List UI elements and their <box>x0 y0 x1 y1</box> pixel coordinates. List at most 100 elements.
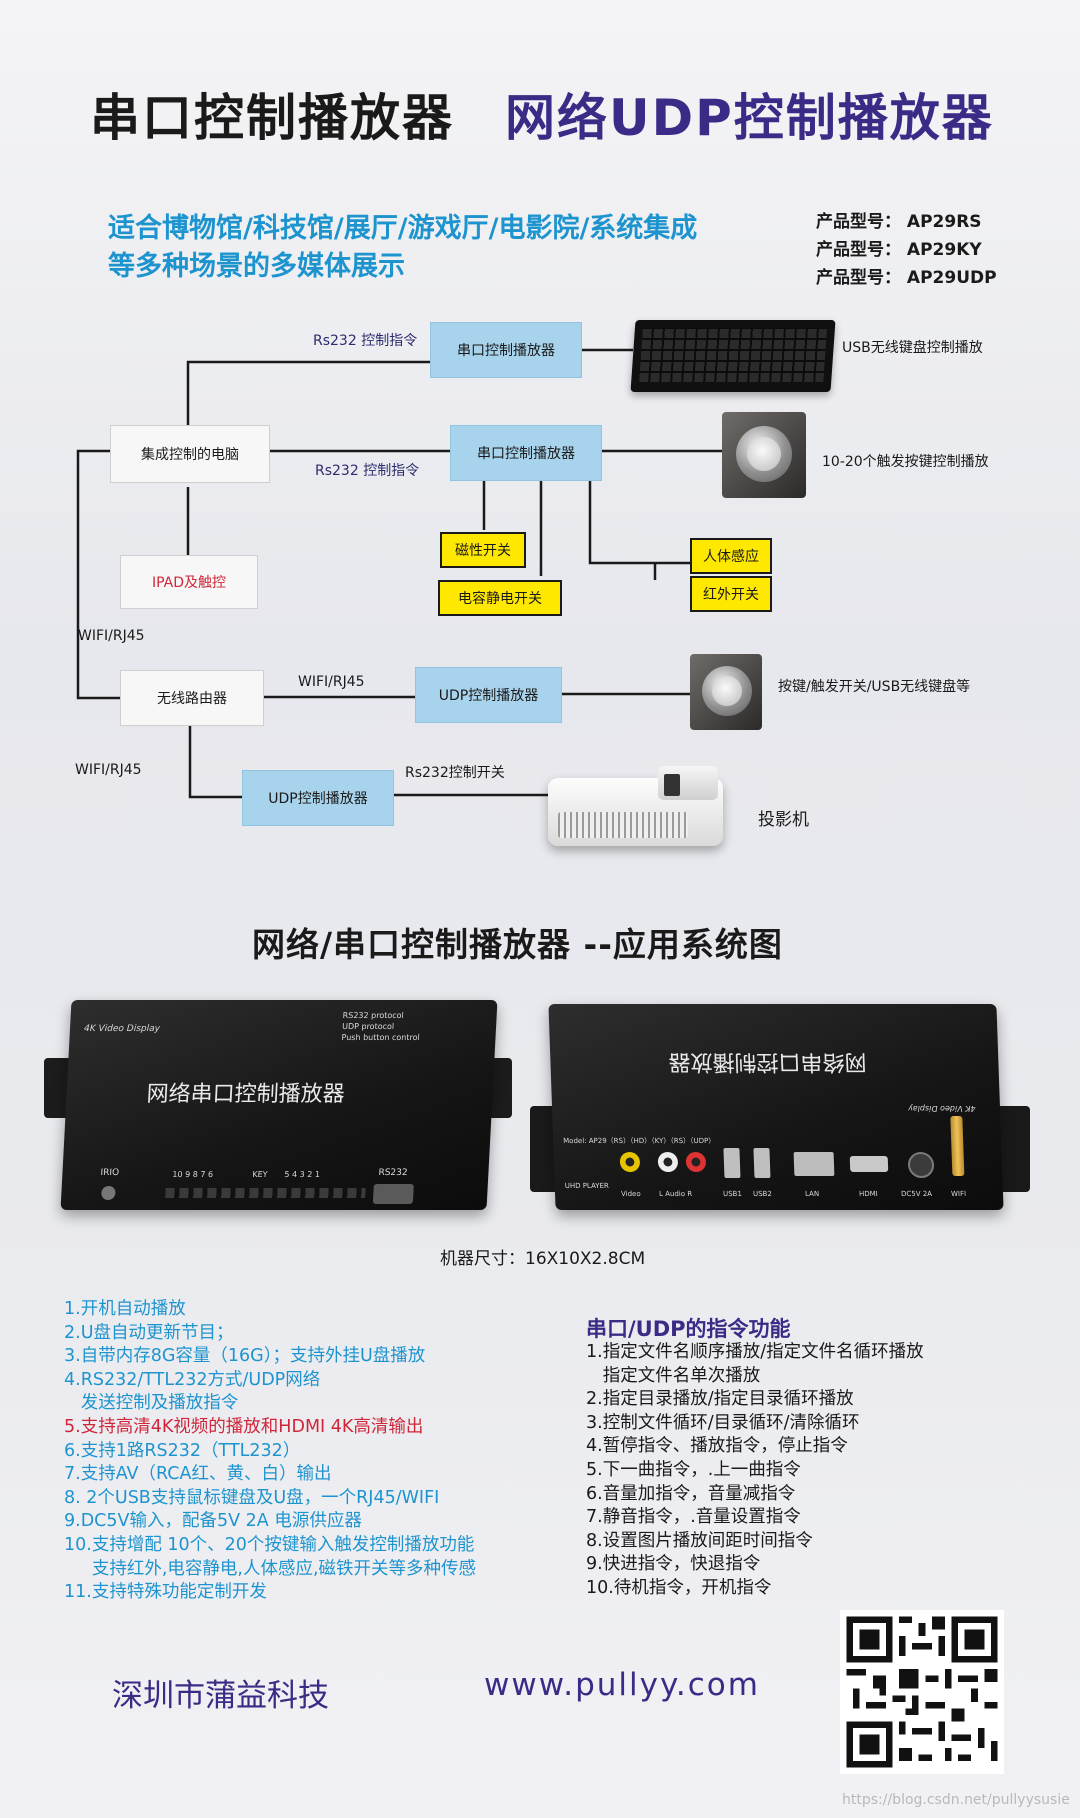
device-left-digits-a: 10 9 8 7 6 <box>172 1170 214 1179</box>
command-list: 1.指定文件名顺序播放/指定文件名循环播放 指定文件名单次播放 2.指定目录播放… <box>586 1341 924 1601</box>
feature-3: 3.自带内存8G容量（16G）；支持外挂U盘播放 <box>64 1346 426 1367</box>
device-left-key: KEY <box>252 1170 268 1179</box>
qr-code-icon <box>840 1610 1004 1774</box>
feature-4: 4.RS232/TTL232方式/UDP网络 <box>64 1369 321 1390</box>
feature-6: 6.支持1路RS232（TTL232） <box>64 1440 301 1461</box>
device-right: 网络串口控制播放器 4K Video Display Model: AP29（R… <box>548 1004 1004 1210</box>
ipad-touch-label: IPAD及触控 <box>151 575 227 591</box>
title-serial-player: 串口控制播放器 <box>90 89 454 147</box>
serial-player-top: 串口控制播放器 <box>430 322 582 378</box>
command-9: 9.快进指令，快退指令 <box>586 1554 761 1575</box>
model-ap29udp: 产品型号： AP29UDP <box>816 268 997 288</box>
ipad-touch: IPAD及触控 <box>120 555 258 609</box>
port-label-lan: LAN <box>804 1190 820 1198</box>
rs232-label-1: Rs232 控制指令 <box>313 333 418 349</box>
lan-port <box>793 1152 835 1176</box>
wifi-label-mid: WIFI/RJ45 <box>298 674 365 690</box>
wireless-router: 无线路由器 <box>120 670 264 726</box>
device-left-rs232: RS232 <box>378 1168 408 1178</box>
command-1: 1.指定文件名顺序播放/指定文件名循环播放 <box>586 1342 924 1362</box>
device-right-label: 网络串口控制播放器 <box>667 1049 867 1074</box>
port-label-hdmi: HDMI <box>858 1190 878 1198</box>
device-left-digits-b: 5 4 3 2 1 <box>284 1170 321 1179</box>
subtitle: 适合博物馆/科技馆/展厅/游戏厅/电影院/系统集成 等多种场景的多媒体展示 <box>108 210 697 286</box>
device-left-db9 <box>372 1184 414 1204</box>
feature-7: 7.支持AV（RCA红、黄、白）输出 <box>64 1464 332 1485</box>
projector-label: 投影机 <box>758 810 809 830</box>
feature-11: 11.支持特殊功能定制开发 <box>64 1582 267 1603</box>
subtitle-line-2: 等多种场景的多媒体展示 <box>108 251 405 282</box>
wifi-label-bottom: WIFI/RJ45 <box>75 762 142 778</box>
rs232-label-2: Rs232 控制指令 <box>315 463 420 479</box>
keyboard-icon <box>630 320 836 392</box>
command-4: 4.暂停指令、播放指令，停止指令 <box>586 1436 848 1457</box>
wifi-label-left: WIFI/RJ45 <box>78 628 145 644</box>
model-ap29rs: 产品型号： AP29RS <box>816 212 982 232</box>
device-left-label: 网络串口控制播放器 <box>145 1082 346 1107</box>
title-udp-player: 网络UDP控制播放器 <box>505 89 994 147</box>
device-left-protocol: RS232 protocol UDP protocol Push button … <box>341 1010 421 1043</box>
device-right-model: Model: AP29（RS）（HD）（KY）（RS）（UDP） <box>563 1137 716 1145</box>
qr-code-graphic <box>840 1610 1004 1774</box>
command-10: 10.待机指令，开机指令 <box>586 1577 772 1598</box>
feature-9: 9.DC5V输入，配备5V 2A 电源供应器 <box>64 1511 362 1532</box>
udp-devices-label: 按键/触发开关/USB无线键盘等 <box>778 679 971 695</box>
device-left: 4K Video Display RS232 protocol UDP prot… <box>60 1000 498 1210</box>
port-label-wifi: WIFI <box>950 1190 967 1198</box>
device-left-badge: 4K Video Display <box>83 1024 161 1034</box>
udp-player-2: UDP控制播放器 <box>242 770 394 826</box>
feature-8: 8. 2个USB支持鼠标键盘及U盘，一个RJ45/WIFI <box>64 1487 440 1508</box>
rca-audio-right-port <box>685 1152 707 1172</box>
feature-10-cont: 支持红外,电容静电,人体感应,磁铁开关等多种传感 <box>64 1558 477 1579</box>
usb-keyboard-label: USB无线键盘控制播放 <box>842 340 983 356</box>
device-left-protocol-3: Push button control <box>341 1033 420 1042</box>
projector-icon <box>548 760 728 850</box>
commands-title: 串口/UDP的指令功能 <box>586 1317 791 1341</box>
udp-player-1: UDP控制播放器 <box>415 667 562 723</box>
integrated-pc: 集成控制的电脑 <box>110 425 270 483</box>
device-left-irio: IRIO <box>100 1168 120 1178</box>
command-6: 6.音量加指令，音量减指令 <box>586 1483 796 1504</box>
subtitle-line-1: 适合博物馆/科技馆/展厅/游戏厅/电影院/系统集成 <box>108 213 698 244</box>
device-right-player: UHD PLAYER <box>564 1182 609 1190</box>
serial-player-mid: 串口控制播放器 <box>450 425 602 481</box>
buttons-label: 10-20个触发按键控制播放 <box>822 454 989 470</box>
machine-size: 机器尺寸：16X10X2.8CM <box>440 1249 646 1269</box>
device-right-badge: 4K Video Display <box>907 1104 976 1113</box>
switch-infrared: 红外开关 <box>690 576 772 612</box>
feature-10: 10.支持增配 10个、20个按键输入触发控制播放功能 <box>64 1534 475 1555</box>
command-3: 3.控制文件循环/目录循环/清除循环 <box>586 1412 860 1433</box>
port-label-usb1: USB1 <box>722 1190 743 1198</box>
website-url[interactable]: www.pullyy.com <box>484 1667 760 1703</box>
port-label-usb2: USB2 <box>752 1190 773 1198</box>
push-button-icon <box>690 654 762 730</box>
rca-video-port <box>619 1152 641 1172</box>
feature-5: 5.支持高清4K视频的播放和HDMI 4K高清输出 <box>64 1416 424 1437</box>
rs232-switch-label: Rs232控制开关 <box>405 765 505 781</box>
watermark: https://blog.csdn.net/pullyysusie <box>842 1792 1070 1808</box>
device-left-terminal <box>165 1188 366 1198</box>
usb2-port <box>753 1148 771 1178</box>
command-5: 5.下一曲指令，.上一曲指令 <box>586 1459 801 1480</box>
diagram-connectors <box>76 348 722 799</box>
device-left-protocol-2: UDP protocol <box>341 1022 395 1031</box>
device-left-protocol-1: RS232 protocol <box>342 1011 405 1020</box>
feature-4-cont: 发送控制及播放指令 <box>64 1393 239 1414</box>
switch-capacitive: 电容静电开关 <box>438 580 562 616</box>
command-8: 8.设置图片播放间距时间指令 <box>586 1530 813 1551</box>
port-label-audio: L Audio R <box>658 1190 693 1198</box>
model-ap29ky: 产品型号： AP29KY <box>816 240 982 260</box>
dc-power-port <box>907 1152 935 1178</box>
hdmi-port <box>849 1156 889 1172</box>
usb1-port <box>723 1148 741 1178</box>
feature-1: 1.开机自动播放 <box>64 1299 186 1319</box>
feature-2: 2.U盘自动更新节目； <box>64 1322 234 1343</box>
wifi-antenna-port <box>950 1116 965 1176</box>
company-name: 深圳市蒲益科技 <box>112 1678 329 1714</box>
model-list: 产品型号： AP29RS 产品型号： AP29KY 产品型号： AP29UDP <box>816 208 997 292</box>
section-title: 网络/串口控制播放器 --应用系统图 <box>252 925 783 964</box>
rca-audio-left-port <box>657 1152 679 1172</box>
feature-list: 1.开机自动播放 2.U盘自动更新节目； 3.自带内存8G容量（16G）；支持外… <box>64 1298 476 1605</box>
push-button-icon <box>722 412 806 498</box>
command-1-cont: 指定文件名单次播放 <box>586 1365 761 1386</box>
